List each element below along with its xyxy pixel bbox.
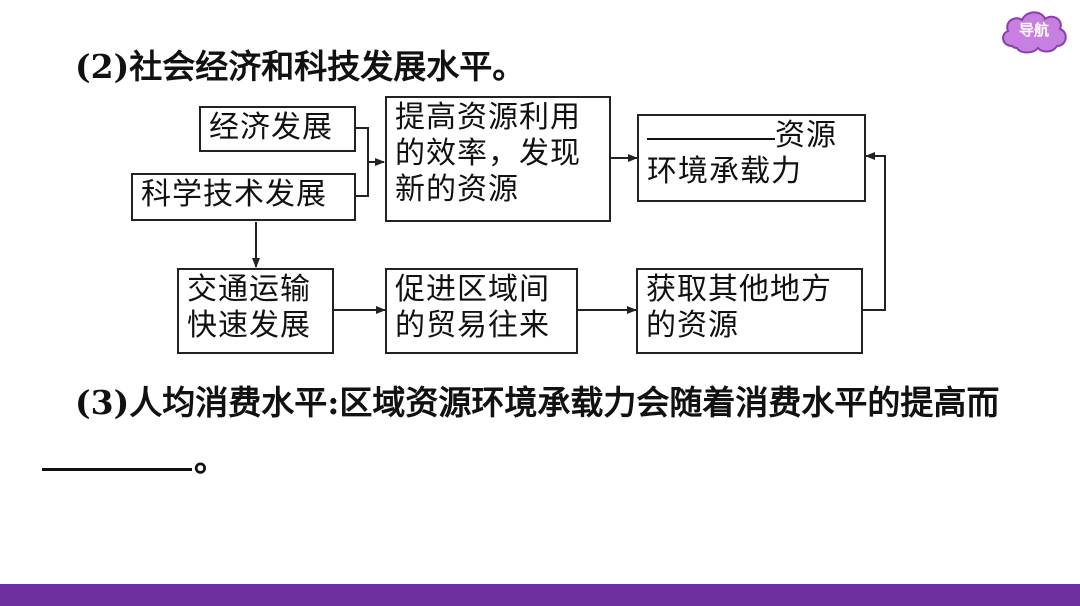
box-obtain-resources: 获取其他地方 的资源 [636, 268, 863, 354]
box-trade: 促进区域间 的贸易往来 [385, 268, 578, 354]
paragraph-end: 。 [194, 440, 227, 479]
box-line: 新的资源 [395, 172, 519, 207]
box-line: 促进区域间 [395, 272, 550, 307]
box-line: 获取其他地方 [646, 272, 832, 307]
paragraph-text: (3)人均消费水平:区域资源环境承载力会随着消费水平的提高而 [75, 383, 1000, 422]
consumption-paragraph: (3)人均消费水平:区域资源环境承载力会随着消费水平的提高而。 [40, 374, 1040, 488]
section-heading: (2)社会经济和科技发展水平。 [75, 47, 526, 86]
box-line: 环境承载力 [647, 154, 802, 189]
box-label: 经济发展 [209, 110, 333, 145]
box-improve-efficiency: 提高资源利用 的效率，发现 新的资源 [385, 96, 611, 222]
box-tech-development: 科学技术发展 [131, 173, 356, 221]
box-line: 资源 [647, 118, 856, 154]
box-line: 提高资源利用 [395, 100, 581, 135]
nav-button[interactable]: 导航 [998, 6, 1070, 56]
box-line: 的效率，发现 [395, 136, 581, 171]
nav-label: 导航 [1018, 21, 1049, 39]
box-text: 资源 [775, 118, 837, 153]
box-line: 的资源 [646, 308, 739, 343]
arrow-obtain-to-capacity [863, 152, 886, 311]
box-economic-development: 经济发展 [199, 106, 356, 152]
bottom-bar [0, 584, 1080, 606]
box-line: 快速发展 [187, 308, 311, 343]
fill-in-blank [647, 118, 775, 140]
box-line: 的贸易往来 [395, 308, 550, 343]
cloud-icon [1002, 11, 1067, 54]
box-transport: 交通运输 快速发展 [177, 268, 334, 354]
bracket-connector [356, 127, 369, 197]
box-carrying-capacity: 资源 环境承载力 [637, 114, 866, 202]
box-label: 科学技术发展 [141, 177, 327, 212]
answer-blank[interactable] [42, 438, 192, 471]
box-line: 交通运输 [187, 272, 311, 307]
